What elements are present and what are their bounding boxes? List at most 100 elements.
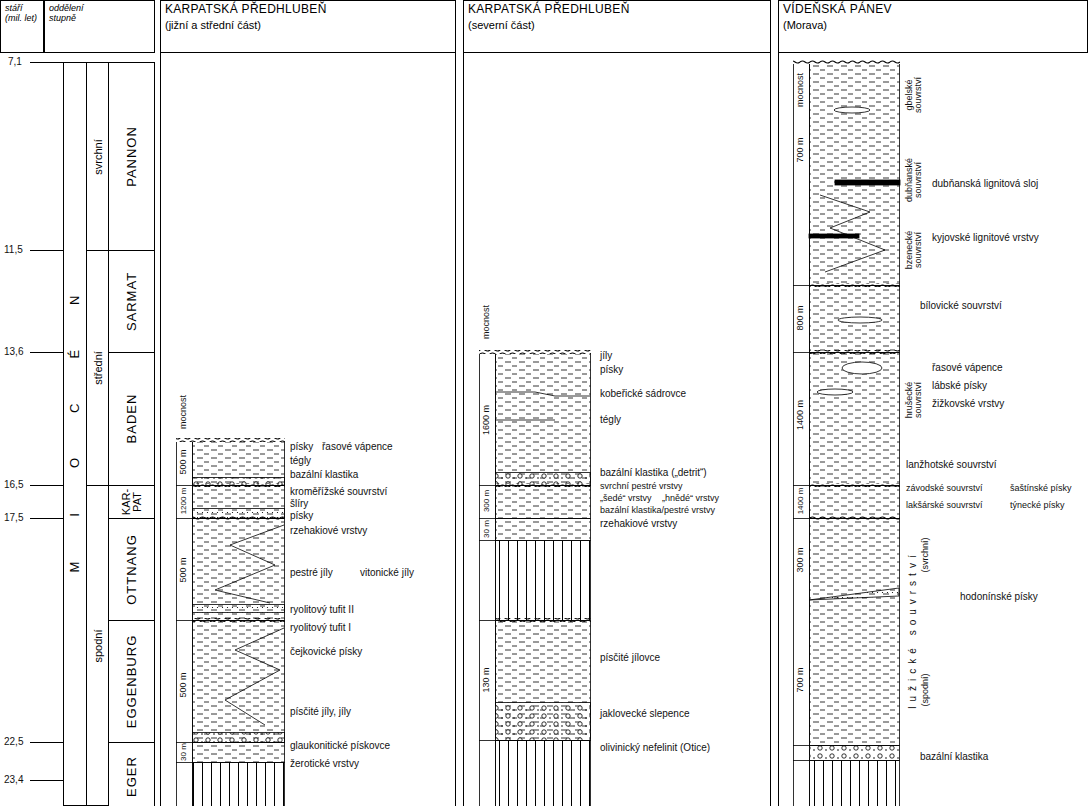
- header-cell: oddělení stupně: [44, 0, 155, 53]
- subepoch-band: střední: [86, 250, 109, 486]
- rotated-label: 500 m: [179, 672, 189, 697]
- layer-label: pestré jíly: [290, 567, 333, 579]
- column-header: KARPATSKÁ PŘEDHLUBEŇ(severní část): [463, 0, 771, 53]
- layer-label: jíly: [600, 350, 612, 362]
- layer-label: ryolitový tufit I: [290, 622, 351, 634]
- age-label: 16,5: [4, 479, 23, 491]
- band-label: BADEN: [124, 394, 138, 445]
- rotated-label: lužické souvrství: [907, 550, 918, 713]
- lithology-column: [176, 438, 285, 806]
- layer-label: svrchní pestré vrstvy: [600, 481, 683, 491]
- rotated-label: mocnost: [482, 305, 492, 339]
- layer-label: bazální klastika: [290, 469, 358, 481]
- layer-label: kobeřické sádrovce: [600, 388, 686, 400]
- age-label: 7,1: [8, 56, 22, 68]
- layer-label: bílovické souvrství: [920, 300, 1002, 312]
- layer-label: lanžhotské souvrství: [906, 459, 997, 471]
- layer-label: kyjovské lignitové vrstvy: [932, 232, 1039, 244]
- header-text: VÍDEŇSKÁ PÁNEV: [779, 1, 1087, 17]
- band-label: PANNON: [124, 126, 138, 188]
- layer-label: „hnědé“ vrstvy: [662, 493, 719, 503]
- layer-label: písky: [290, 510, 313, 522]
- lithology-column: [793, 60, 900, 806]
- layer-label: „šedé“ vrstvy: [600, 493, 652, 503]
- layer-label: písky: [600, 364, 623, 376]
- rotated-label: 500 m: [179, 557, 189, 582]
- layer-label: lábské písky: [932, 380, 987, 392]
- column-header: KARPATSKÁ PŘEDHLUBEŇ(jižní a střední čás…: [160, 0, 456, 53]
- layer-label: tégly: [290, 455, 311, 467]
- epoch-band: MIOCÉN: [63, 62, 87, 806]
- layer-label: lakšárské souvrství: [906, 500, 983, 510]
- band-label: spodní: [91, 629, 103, 662]
- rotated-label: 800 m: [796, 305, 806, 330]
- age-label: 23,4: [4, 774, 23, 786]
- header-text: KARPATSKÁ PŘEDHLUBEŇ: [161, 1, 455, 17]
- rotated-label: 700 m: [796, 667, 806, 692]
- band-label: MIOCÉN: [68, 251, 82, 618]
- age-label: 13,6: [4, 346, 23, 358]
- layer-label: hodonínské písky: [960, 591, 1038, 603]
- layer-label: řasové vápence: [932, 362, 1003, 374]
- layer-label: tégly: [600, 414, 621, 426]
- band-label: KAR-PAT: [121, 487, 143, 517]
- subepoch-band: spodní: [86, 485, 109, 806]
- rotated-label: 1600 m: [482, 405, 492, 435]
- age-label: 22,5: [4, 736, 23, 748]
- rotated-label: 1400 m: [796, 400, 806, 430]
- age-label: 17,5: [4, 512, 23, 524]
- rotated-label: 30 m: [483, 520, 492, 538]
- layer-label: řasové vápence: [322, 441, 393, 453]
- lithology-column: [479, 350, 591, 806]
- header-text: stáří (mil. let): [1, 1, 43, 24]
- layer-label: vitonické jíly: [360, 567, 414, 579]
- stage-band: OTTNANG: [108, 518, 155, 621]
- header-cell: stáří (mil. let): [0, 0, 44, 53]
- rotated-label: 1400 m: [797, 488, 806, 515]
- stage-band: BADEN: [108, 352, 155, 486]
- layer-label: jaklovecké slepence: [600, 708, 690, 720]
- band-label: SARMAT: [124, 271, 138, 331]
- layer-label: kroměřížské souvrství: [290, 486, 387, 498]
- layer-label: písčité jílovce: [600, 652, 660, 664]
- layer-label: olivinický nefelinit (Otice): [600, 742, 710, 754]
- layer-label: šaštínské písky: [1010, 483, 1072, 493]
- layer-label: šlíry: [290, 498, 308, 510]
- rotated-label: mocnost: [796, 73, 806, 107]
- rotated-label: 30 m: [180, 743, 189, 761]
- layer-label: písčité jíly, jíly: [290, 706, 351, 718]
- header-text: (Morava): [779, 17, 1087, 32]
- layer-label: žerotické vrstvy: [290, 758, 359, 770]
- rotated-label: 300 m: [483, 490, 492, 512]
- band-label: OTTNANG: [124, 534, 138, 606]
- rotated-label: dubňanské souvrství: [905, 149, 924, 211]
- band-label: střední: [91, 351, 103, 385]
- layer-label: rzehakiové vrstvy: [600, 518, 677, 530]
- rotated-label: (spodní): [921, 673, 931, 706]
- header-text: (jižní a střední část): [161, 17, 455, 32]
- stage-band: EGER: [108, 742, 155, 806]
- layer-label: bazální klastika: [920, 751, 988, 763]
- layer-label: týnecké písky: [1010, 500, 1065, 510]
- rotated-label: gbelské souvrství: [905, 64, 924, 126]
- layer-label: dubňanská lignitová sloj: [932, 178, 1038, 190]
- layer-label: rzehakiové vrstvy: [290, 525, 367, 537]
- rotated-label: mocnost: [179, 395, 189, 429]
- band-label: EGGENBURG: [124, 634, 138, 729]
- rotated-label: bzenecké souvrství: [905, 219, 924, 281]
- column-header: VÍDEŇSKÁ PÁNEV(Morava): [778, 0, 1088, 53]
- layer-label: čejkovické písky: [290, 646, 362, 658]
- rotated-label: 1200 m: [180, 488, 189, 515]
- header-text: oddělení stupně: [45, 1, 103, 24]
- layer-label: písky: [290, 441, 313, 453]
- stage-band: EGGENBURG: [108, 620, 155, 743]
- stage-band: KAR-PAT: [108, 485, 155, 519]
- rotated-label: hrušecké souvrství: [905, 369, 924, 431]
- rotated-label: (svrchní): [921, 537, 931, 572]
- stage-band: SARMAT: [108, 250, 155, 353]
- band-label: svrchní: [91, 139, 103, 174]
- layer-label: glaukonitické pískovce: [290, 740, 390, 752]
- rotated-label: 500 m: [179, 449, 189, 474]
- layer-label: ryolitový tufit II: [290, 604, 354, 616]
